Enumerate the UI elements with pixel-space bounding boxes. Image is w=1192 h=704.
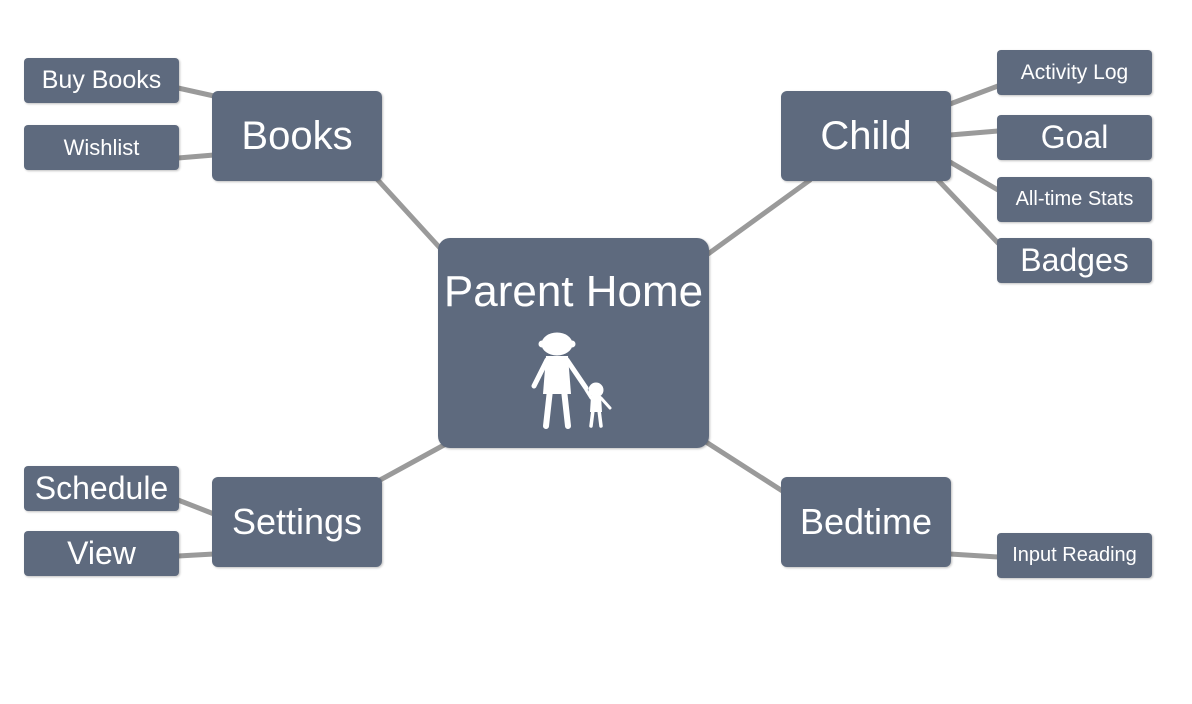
view-node[interactable]: View (24, 531, 179, 576)
bedtime-node[interactable]: Bedtime (781, 477, 951, 567)
view-label: View (67, 535, 136, 571)
parent-home-label: Parent Home (443, 267, 704, 316)
connector-center-child (705, 177, 813, 257)
badges-label: Badges (1020, 242, 1129, 278)
schedule-node[interactable]: Schedule (24, 466, 179, 511)
schedule-label: Schedule (34, 470, 169, 506)
connector-books-buy-books (175, 85, 217, 99)
connector-settings-view (175, 551, 217, 559)
parent-home-node[interactable]: Parent Home (438, 238, 709, 448)
badges-node[interactable]: Badges (997, 238, 1152, 283)
settings-label: Settings (231, 501, 363, 542)
connector-child-activity-log (947, 83, 1001, 107)
books-label: Books (241, 113, 353, 158)
activity-log-node[interactable]: Activity Log (997, 50, 1152, 95)
connector-center-bedtime (703, 439, 787, 495)
child-label: Child (820, 113, 912, 158)
all-time-stats-node[interactable]: All-time Stats (997, 177, 1152, 222)
buy-books-node[interactable]: Buy Books (24, 58, 179, 103)
all-time-stats-label: All-time Stats (1015, 188, 1134, 210)
connector-bedtime-input-reading (947, 551, 1001, 560)
connector-child-goal (947, 128, 1001, 138)
child-node[interactable]: Child (781, 91, 951, 181)
connector-books-wishlist (175, 152, 217, 161)
input-reading-label: Input Reading (1012, 544, 1137, 566)
connector-center-books (373, 175, 443, 251)
input-reading-node[interactable]: Input Reading (997, 533, 1152, 578)
wishlist-node[interactable]: Wishlist (24, 125, 179, 170)
connector-child-all-time-stats (947, 159, 1001, 193)
bedtime-label: Bedtime (799, 501, 933, 542)
activity-log-label: Activity Log (1020, 60, 1129, 84)
connector-child-badges (935, 177, 1001, 246)
connector-center-settings (377, 442, 447, 483)
goal-label: Goal (1040, 119, 1109, 155)
connector-settings-schedule (175, 497, 217, 517)
books-node[interactable]: Books (212, 91, 382, 181)
buy-books-label: Buy Books (41, 66, 162, 94)
parent-child-icon (531, 332, 611, 429)
settings-node[interactable]: Settings (212, 477, 382, 567)
goal-node[interactable]: Goal (997, 115, 1152, 160)
wishlist-label: Wishlist (63, 134, 140, 160)
